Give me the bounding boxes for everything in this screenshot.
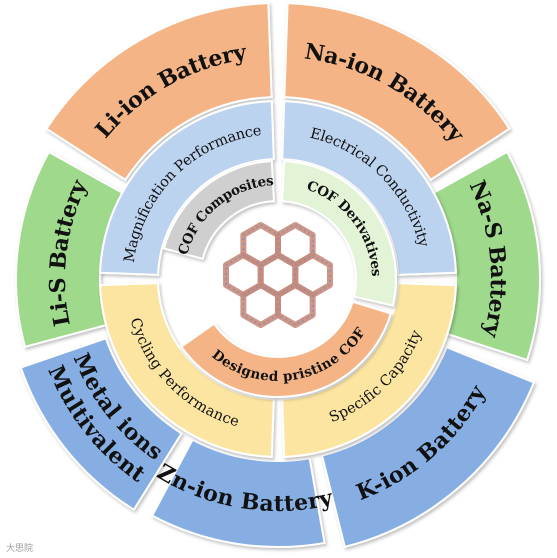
- outer-segment: [150, 438, 326, 548]
- middle-segment: [99, 282, 275, 458]
- outer-segment: [320, 345, 536, 549]
- inner-segment: [162, 160, 275, 261]
- middle-segment: [281, 282, 457, 458]
- inner-segment: [179, 300, 393, 398]
- middle-segment: [99, 100, 275, 276]
- outer-segment: [45, 2, 273, 182]
- watermark: 大思院: [6, 544, 34, 554]
- cof-hexagon-atoms: [242, 223, 279, 267]
- cof-hexagon-atoms: [277, 283, 314, 327]
- middle-segment: [281, 100, 457, 276]
- inner-segment: [281, 160, 397, 307]
- outer-segment: [283, 2, 511, 182]
- outer-segment: [19, 336, 183, 512]
- cof-hexagon-lattice-icon: [223, 222, 333, 328]
